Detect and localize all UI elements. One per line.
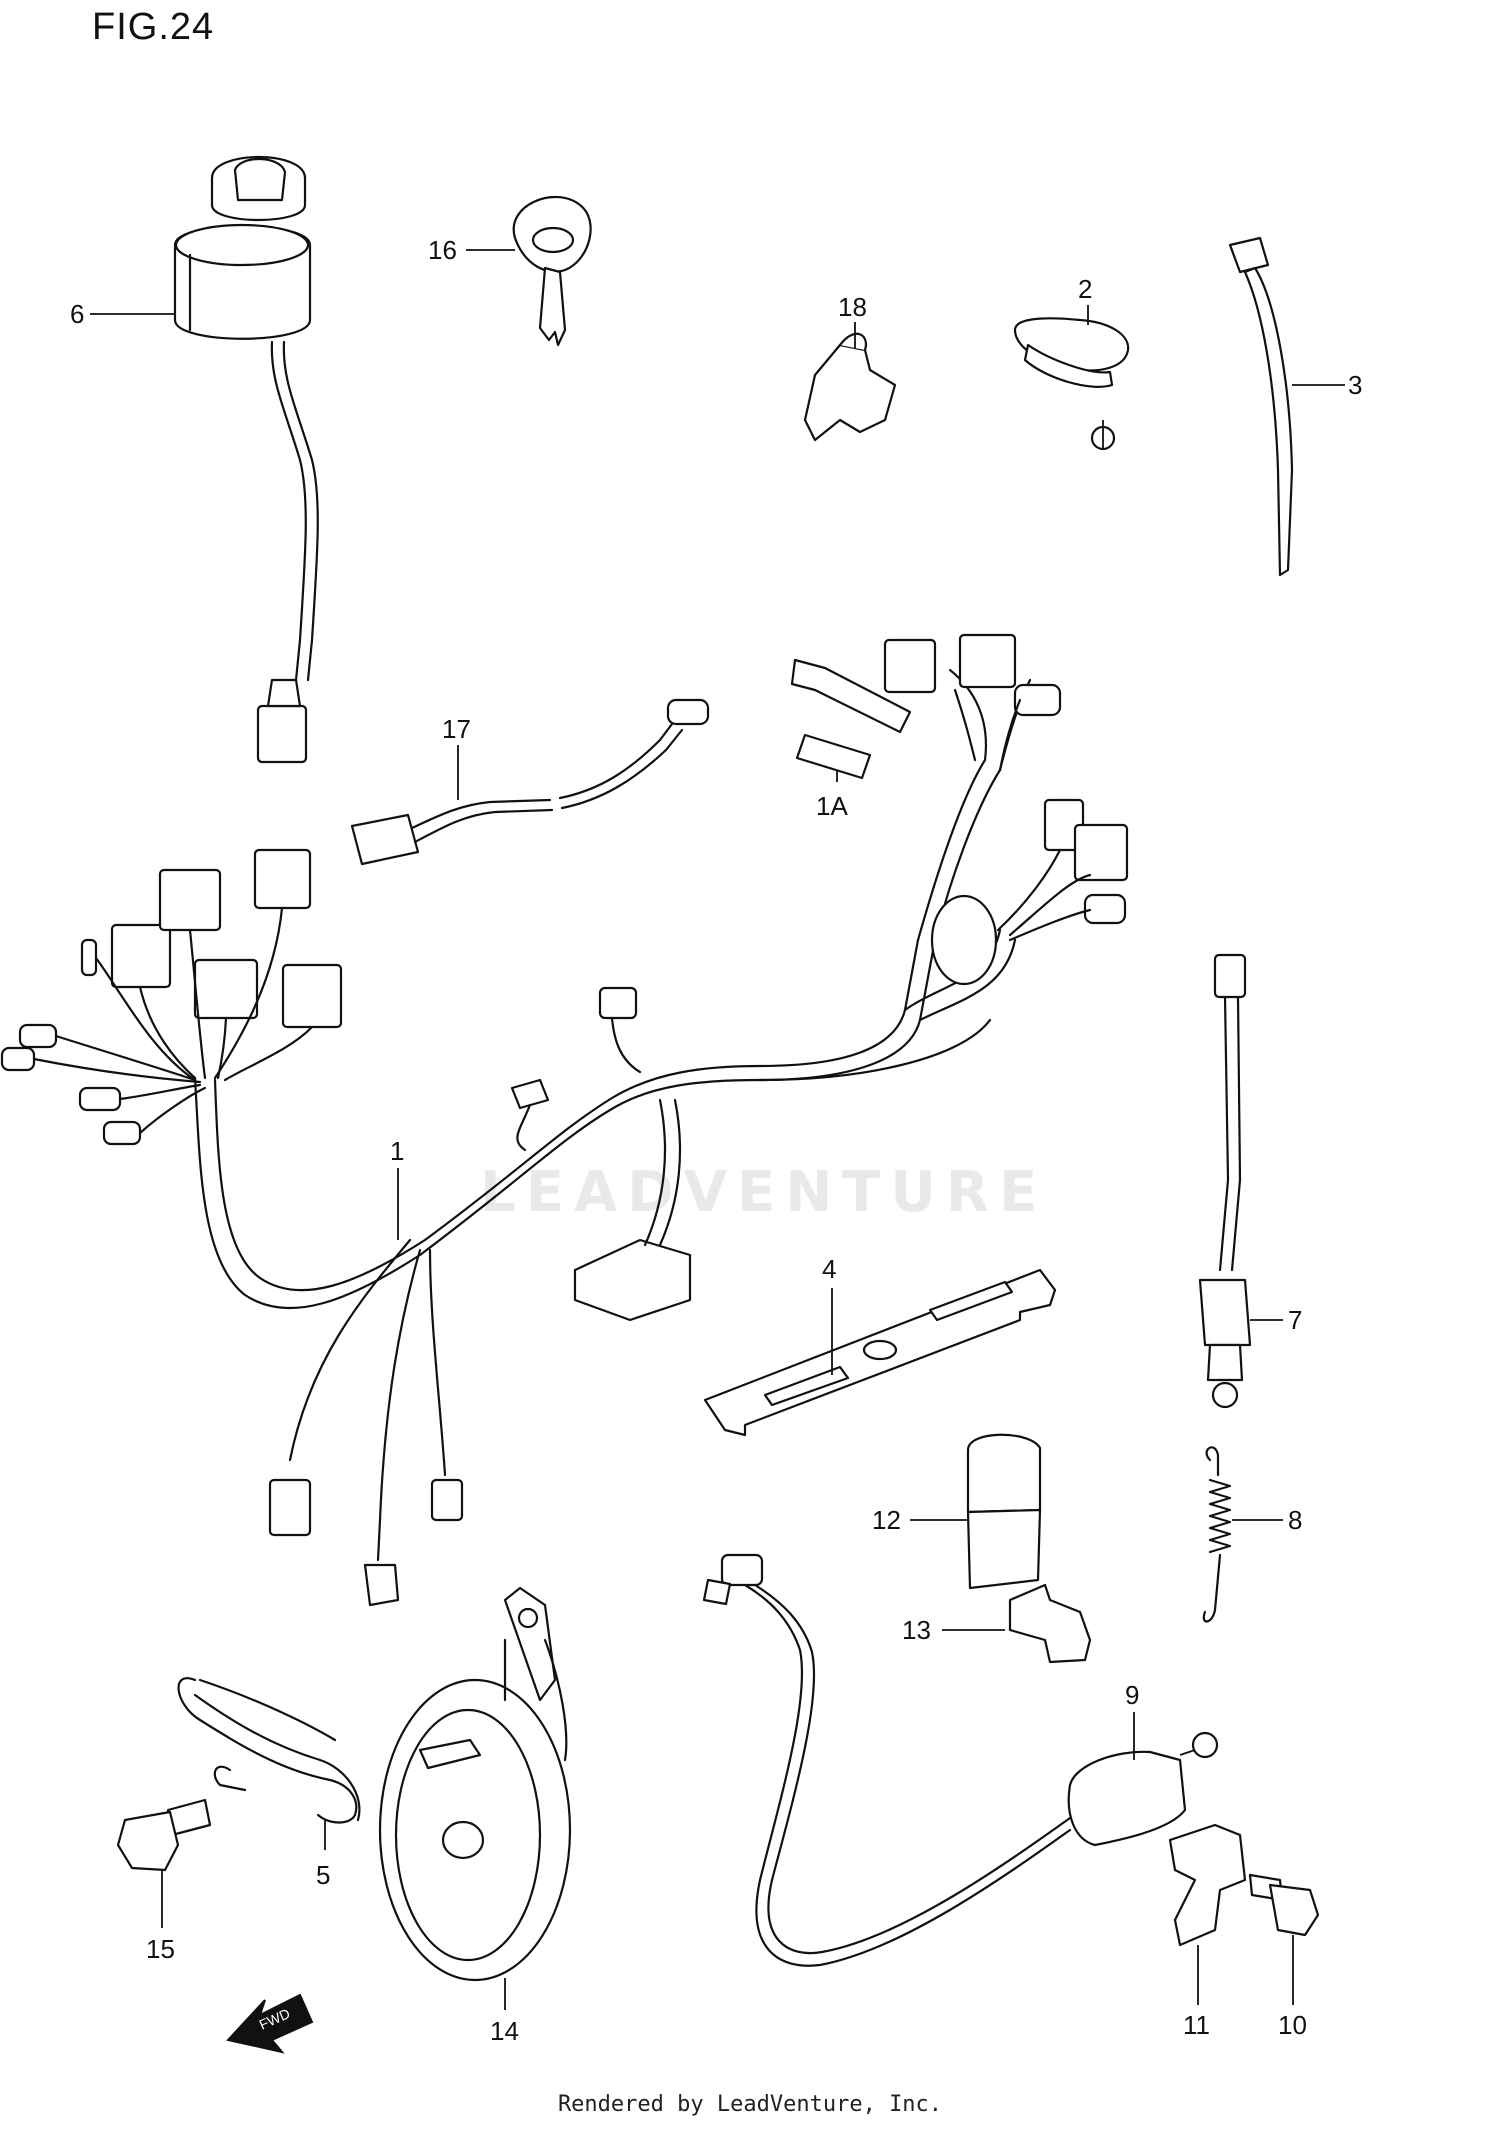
switch-bracket-drawing[interactable] bbox=[1168, 1823, 1247, 1947]
callout-14: 14 bbox=[490, 2016, 519, 2046]
callout-18: 18 bbox=[838, 292, 867, 322]
key-drawing[interactable] bbox=[512, 195, 592, 347]
callout-1a: 1A bbox=[816, 791, 848, 821]
callout-7: 7 bbox=[1288, 1305, 1302, 1335]
relay-bracket-drawing[interactable] bbox=[1008, 1583, 1092, 1664]
clamp-band-drawing[interactable] bbox=[177, 1677, 361, 1824]
callout-12: 12 bbox=[872, 1505, 901, 1535]
callout-11: 11 bbox=[1183, 2010, 1210, 2040]
callout-16: 16 bbox=[428, 235, 457, 265]
callout-6: 6 bbox=[70, 299, 84, 329]
brake-switch-drawing[interactable] bbox=[1198, 953, 1252, 1409]
callout-3: 3 bbox=[1348, 370, 1362, 400]
rear-brake-switch-drawing[interactable] bbox=[702, 1553, 1219, 1967]
figure-title: FIG.24 bbox=[92, 6, 215, 48]
watermark-text: LEADVENTURE bbox=[480, 1160, 1048, 1225]
bolt-10-drawing[interactable] bbox=[1248, 1873, 1320, 1937]
callout-2: 2 bbox=[1078, 274, 1092, 304]
clamp-2-drawing[interactable] bbox=[1013, 317, 1130, 451]
forward-direction-arrow: FWD bbox=[226, 1993, 314, 2054]
callout-10: 10 bbox=[1278, 2010, 1307, 2040]
bolt-15-drawing[interactable] bbox=[116, 1798, 212, 1872]
ignition-switch-drawing[interactable] bbox=[173, 156, 319, 764]
fuse-drawing[interactable] bbox=[795, 733, 872, 780]
callout-1: 1 bbox=[390, 1136, 404, 1166]
lead-wire-drawing[interactable] bbox=[350, 698, 710, 866]
cable-tie-drawing[interactable] bbox=[1228, 236, 1294, 577]
callout-13: 13 bbox=[902, 1615, 931, 1645]
clamp-18-drawing[interactable] bbox=[803, 332, 897, 442]
footer-credit: Rendered by LeadVenture, Inc. bbox=[557, 2092, 943, 2117]
horn-drawing[interactable] bbox=[378, 1586, 572, 1982]
relay-drawing[interactable] bbox=[966, 1433, 1042, 1590]
callout-5: 5 bbox=[316, 1860, 330, 1890]
callout-8: 8 bbox=[1288, 1505, 1302, 1535]
wiring-harness-drawing[interactable] bbox=[0, 633, 1129, 1607]
callout-9: 9 bbox=[1125, 1680, 1139, 1710]
callout-4: 4 bbox=[822, 1254, 836, 1284]
callout-17: 17 bbox=[442, 714, 471, 744]
bracket-plate-drawing[interactable] bbox=[703, 1268, 1057, 1437]
spring-drawing[interactable] bbox=[1202, 1446, 1232, 1623]
callout-15: 15 bbox=[146, 1934, 175, 1964]
